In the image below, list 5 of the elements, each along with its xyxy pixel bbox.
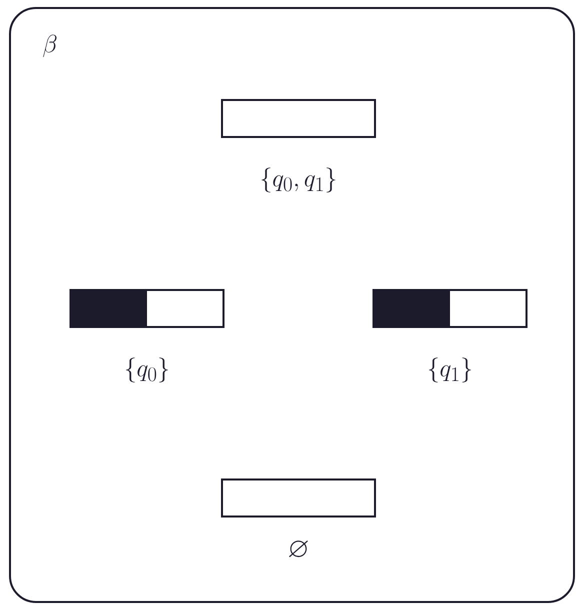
frame-title: $\beta$ <box>43 34 57 58</box>
set-label: $\{q_0, q_1\}$ <box>262 168 336 192</box>
set-label: $\varnothing$ <box>289 540 308 558</box>
set-label: $\{q_1\}$ <box>428 358 472 382</box>
set-label: $\{q_0\}$ <box>126 358 168 382</box>
